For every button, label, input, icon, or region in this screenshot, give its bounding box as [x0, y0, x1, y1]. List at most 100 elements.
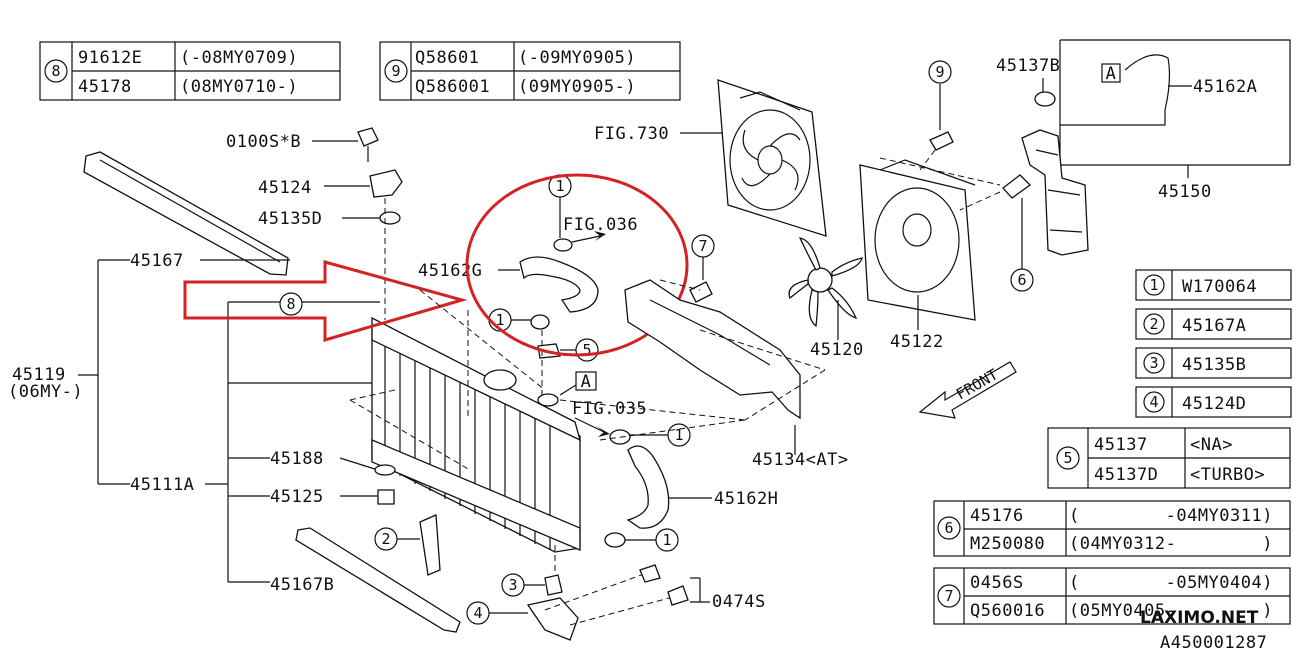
table-9-r1-part: Q586001	[415, 77, 490, 97]
table-8-r0-range: (-08MY0709)	[180, 48, 298, 68]
label-45135d: 45135D	[258, 209, 322, 229]
label-45119: 45119	[12, 365, 66, 385]
table-9-num: 9	[391, 62, 400, 80]
label-fig036: FIG.036	[563, 215, 638, 235]
label-45134: 45134<AT>	[752, 450, 849, 470]
label-front: FRONT	[953, 365, 1001, 403]
table-6-r1-part: M250080	[970, 534, 1045, 554]
legend-row-4: 4 45124D	[1135, 386, 1292, 418]
table-8: 8 91612E (-08MY0709) 45178 (08MY0710-)	[39, 41, 341, 101]
label-45125: 45125	[270, 487, 324, 507]
cushion-45188	[374, 464, 396, 476]
label-45124: 45124	[258, 178, 312, 198]
label-45122: 45122	[890, 332, 944, 352]
legend-row-1: 1 W170064	[1135, 269, 1292, 301]
table-8-r0-part: 91612E	[78, 48, 142, 68]
callout-2: 2	[381, 530, 390, 548]
label-45162a: 45162A	[1193, 77, 1257, 97]
table-7-r1-part: Q560016	[970, 601, 1045, 621]
table-6: 6 45176 ( -04MY0311) M250080 (04MY0312- …	[933, 500, 1291, 557]
ref-a-radiator: A	[581, 372, 592, 392]
ref-a-top: A	[1106, 64, 1117, 84]
lower-hose: FIG.035 1 45162H 1	[572, 399, 778, 552]
callout-6: 6	[1017, 271, 1026, 289]
callout-7: 7	[698, 237, 707, 255]
table-6-r0-range: ( -04MY0311)	[1069, 506, 1273, 526]
table-6-num: 6	[944, 519, 953, 537]
at-bracket: 45134<AT> 7	[559, 234, 849, 470]
ref-a-neck: A	[537, 371, 597, 407]
legend-3-num: 3	[1149, 354, 1158, 372]
reservoir-group: A 45162A 45137B 45150	[996, 39, 1291, 256]
legend-row-3: 3 45135B	[1135, 347, 1292, 379]
table-7-r0-part: 0456S	[970, 573, 1024, 593]
callout-8: 8	[286, 295, 295, 313]
label-45188: 45188	[270, 449, 324, 469]
callout-9: 9	[935, 63, 944, 81]
fan-blade: 45120	[788, 237, 863, 360]
callout-2-group: 2	[374, 514, 441, 576]
label-0100s: 0100S*B	[226, 132, 301, 152]
legend-3-part: 45135B	[1182, 355, 1246, 375]
watermark: LAXIMO.NET	[1140, 608, 1259, 628]
label-45162g: 45162G	[418, 261, 482, 281]
lower-seal-bar	[295, 527, 461, 633]
callout-1-low: 1	[662, 531, 671, 549]
diagram-id: A450001287	[1160, 633, 1267, 653]
fan-shroud-rear: FIG.730	[594, 79, 827, 237]
callout-1-mid: 1	[495, 311, 504, 329]
fan-shroud-front: 45122	[859, 157, 1001, 352]
label-0474s: 0474S	[712, 592, 766, 612]
bracket-45119: 45167 45119 (06MY-) 45111A 45188 45125 4…	[8, 251, 380, 595]
table-6-r0-part: 45176	[970, 506, 1024, 526]
bolt-6: 6	[959, 174, 1034, 292]
table-9: 9 Q58601 (-09MY0905) Q586001 (09MY0905-)	[379, 41, 681, 101]
lower-bracket: 3 4 0474S	[466, 545, 766, 641]
legend-table: 1 W170064 2 45167A 3 45135B 4 45124D	[1135, 269, 1292, 418]
table-9-r1-range: (09MY0905-)	[518, 77, 636, 97]
highlight-ellipse	[465, 173, 689, 357]
bolt-9: 9	[919, 60, 954, 171]
label-45167: 45167	[130, 251, 184, 271]
callout-8-group: 8	[279, 292, 303, 316]
table-5: 5 45137 <NA> 45137D <TURBO>	[1047, 427, 1291, 489]
highlight-arrow	[183, 260, 468, 343]
label-45137b: 45137B	[996, 56, 1060, 76]
table-8-num: 8	[51, 62, 60, 80]
callout-1-top: 1	[555, 177, 564, 195]
table-5-num: 5	[1063, 449, 1072, 467]
upper-seal-bar	[83, 151, 289, 276]
label-45150: 45150	[1158, 182, 1212, 202]
legend-1-part: W170064	[1182, 277, 1257, 297]
table-7-r1-range: (05MY0405- )	[1069, 601, 1273, 621]
label-fig035: FIG.035	[572, 399, 647, 419]
top-mount: 0100S*B 45124 45135D	[226, 127, 403, 320]
label-45111a: 45111A	[130, 475, 194, 495]
table-7-r0-range: ( -05MY0404)	[1069, 573, 1273, 593]
legend-1-num: 1	[1149, 276, 1158, 294]
callout-4: 4	[473, 604, 482, 622]
table-9-r0-part: Q58601	[415, 48, 479, 68]
table-5-r1-range: <TURBO>	[1190, 465, 1265, 485]
legend-2-part: 45167A	[1182, 316, 1246, 336]
label-06my: (06MY-)	[8, 382, 83, 402]
radiator-core	[349, 316, 582, 553]
legend-4-num: 4	[1149, 393, 1158, 411]
table-7-num: 7	[944, 587, 953, 605]
label-45167b: 45167B	[270, 575, 334, 595]
table-5-r0-range: <NA>	[1190, 435, 1233, 455]
table-8-r1-part: 45178	[78, 77, 132, 97]
legend-2-num: 2	[1149, 315, 1158, 333]
table-7: 7 0456S ( -05MY0404) Q560016 (05MY0405- …	[933, 567, 1291, 625]
legend-4-part: 45124D	[1182, 394, 1246, 414]
legend-row-2: 2 45167A	[1135, 308, 1292, 340]
table-6-r1-range: (04MY0312- )	[1069, 534, 1273, 554]
callout-3: 3	[508, 576, 517, 594]
label-45162h: 45162H	[714, 489, 778, 509]
table-8-r1-range: (08MY0710-)	[180, 77, 298, 97]
table-5-r1-part: 45137D	[1094, 465, 1158, 485]
table-5-r0-part: 45137	[1094, 435, 1148, 455]
grommet-45125	[377, 489, 395, 505]
label-fig730: FIG.730	[594, 124, 669, 144]
